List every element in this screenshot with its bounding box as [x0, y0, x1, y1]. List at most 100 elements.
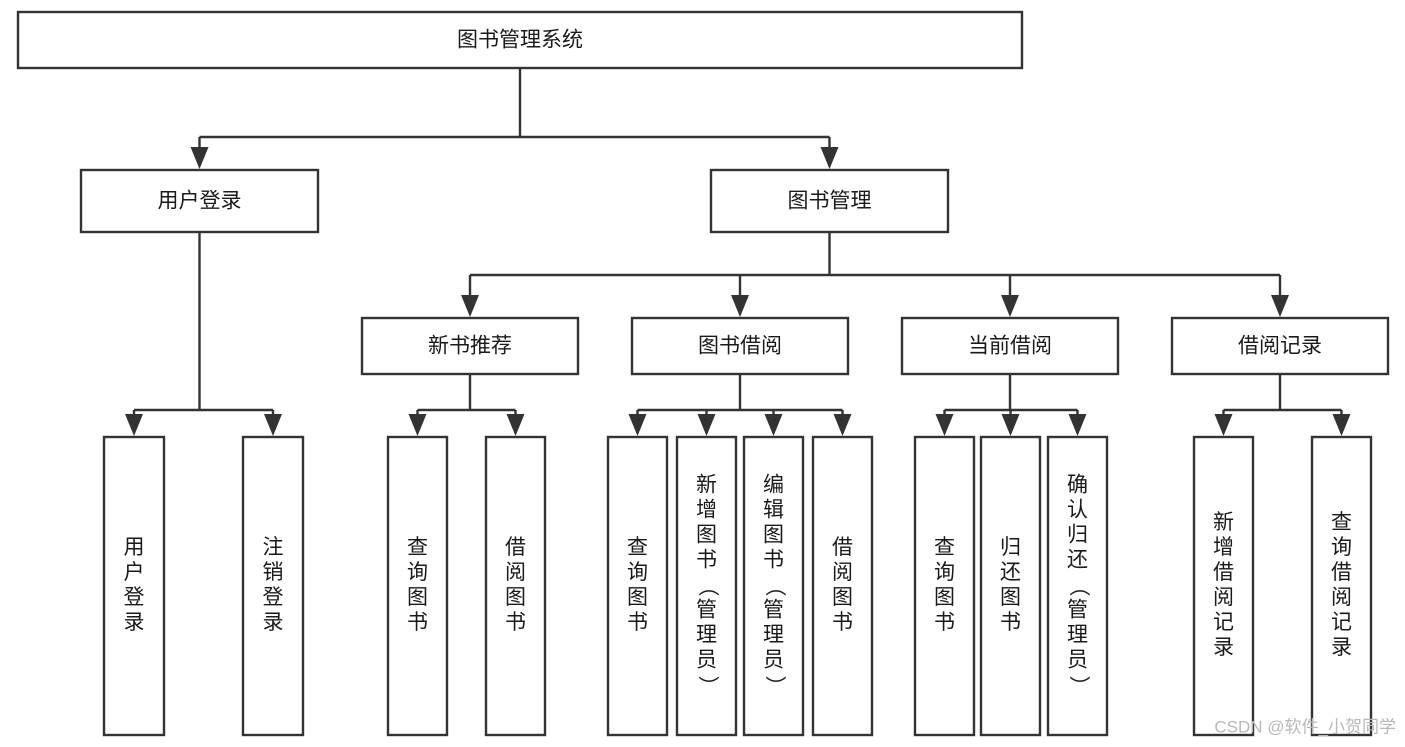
node-new-book-recommend[interactable]: 新书推荐 — [360, 316, 580, 376]
node-box-borrow-book-2 — [811, 435, 874, 737]
label-char: 借 — [1331, 561, 1352, 584]
node-box-add-borrow-record — [1192, 435, 1255, 737]
label-char: 编 — [763, 474, 784, 497]
watermark-label: CSDN @软件_小贺同学 — [1214, 717, 1396, 736]
node-box-user-login — [79, 168, 320, 234]
node-box-book-management — [709, 168, 950, 234]
arrow-head-icon — [1068, 414, 1087, 436]
label-char: 书 — [505, 611, 526, 634]
label-char: 注 — [263, 536, 284, 559]
node-book-management[interactable]: 图书管理 — [709, 168, 950, 234]
node-box-query-book-2 — [606, 435, 669, 737]
label-char: 销 — [263, 561, 284, 584]
label-char: 理 — [763, 624, 784, 647]
node-label-user-login: 用户登录 — [158, 190, 242, 213]
label-char: 员 — [696, 649, 717, 672]
label-char: 增 — [1213, 536, 1234, 559]
arrow-head-icon — [408, 414, 427, 436]
label-char: 管 — [1067, 599, 1088, 622]
arrow-head-icon — [506, 414, 525, 436]
node-box-user-login-do — [102, 435, 166, 737]
label-char: 员 — [1067, 649, 1088, 672]
label-char: （ — [763, 576, 786, 597]
label-char: 确 — [1067, 474, 1088, 497]
label-char: 管 — [763, 599, 784, 622]
arrow-head-icon — [1001, 414, 1020, 436]
node-current-borrow[interactable]: 当前借阅 — [900, 316, 1120, 376]
nodes-layer: 图书管理系统用户登录图书管理用户登录注销登录新书推荐查询图书借阅图书图书借阅查询… — [16, 10, 1390, 737]
label-char: 阅 — [1331, 586, 1352, 609]
node-root[interactable]: 图书管理系统 — [16, 10, 1024, 70]
node-user-login-do[interactable]: 用户登录 — [102, 435, 166, 737]
label-char: 借 — [832, 536, 853, 559]
label-char: 图 — [407, 586, 428, 609]
node-book-borrow[interactable]: 图书借阅 — [630, 316, 850, 376]
label-char: 录 — [263, 611, 284, 634]
node-label-borrow-records: 借阅记录 — [1238, 335, 1322, 358]
label-char: 书 — [696, 549, 717, 572]
label-char: 员 — [763, 649, 784, 672]
node-box-query-borrow-record — [1310, 435, 1373, 737]
node-user-login[interactable]: 用户登录 — [79, 168, 320, 234]
node-label-user-login-do: 用户登录 — [124, 536, 145, 634]
connectors-layer — [125, 68, 1351, 436]
label-char: 阅 — [1213, 586, 1234, 609]
arrow-head-icon — [697, 414, 716, 436]
label-char: 理 — [1067, 624, 1088, 647]
label-char: 阅 — [832, 561, 853, 584]
label-char: 图 — [696, 524, 717, 547]
label-char: ） — [696, 676, 719, 697]
arrow-head-icon — [935, 414, 954, 436]
node-label-current-borrow: 当前借阅 — [968, 335, 1052, 358]
arrow-head-icon — [764, 414, 783, 436]
label-char: 查 — [407, 536, 428, 559]
label-char: 用 — [124, 536, 145, 559]
arrow-head-icon — [731, 295, 749, 317]
label-char: 辑 — [763, 499, 784, 522]
label-char: 归 — [1000, 536, 1021, 559]
label-char: 图 — [1000, 586, 1021, 609]
label-char: 归 — [1067, 524, 1088, 547]
label-char: 书 — [1000, 611, 1021, 634]
node-box-edit-book-admin — [742, 435, 805, 737]
label-char: 书 — [407, 611, 428, 634]
label-char: 登 — [263, 586, 284, 609]
node-borrow-records[interactable]: 借阅记录 — [1170, 316, 1390, 376]
label-char: 书 — [763, 549, 784, 572]
label-char: 图 — [832, 586, 853, 609]
label-char: 录 — [1331, 636, 1352, 659]
arrow-head-icon — [628, 414, 647, 436]
label-char: 还 — [1067, 549, 1088, 572]
arrow-head-icon — [1332, 414, 1351, 436]
label-char: 户 — [124, 561, 145, 584]
label-char: 阅 — [505, 561, 526, 584]
node-box-return-book — [979, 435, 1042, 737]
node-box-new-book-recommend — [360, 316, 580, 376]
label-char: 图 — [934, 586, 955, 609]
label-char: 录 — [1213, 636, 1234, 659]
arrow-head-icon — [820, 147, 839, 169]
node-label-book-management: 图书管理 — [788, 190, 872, 213]
